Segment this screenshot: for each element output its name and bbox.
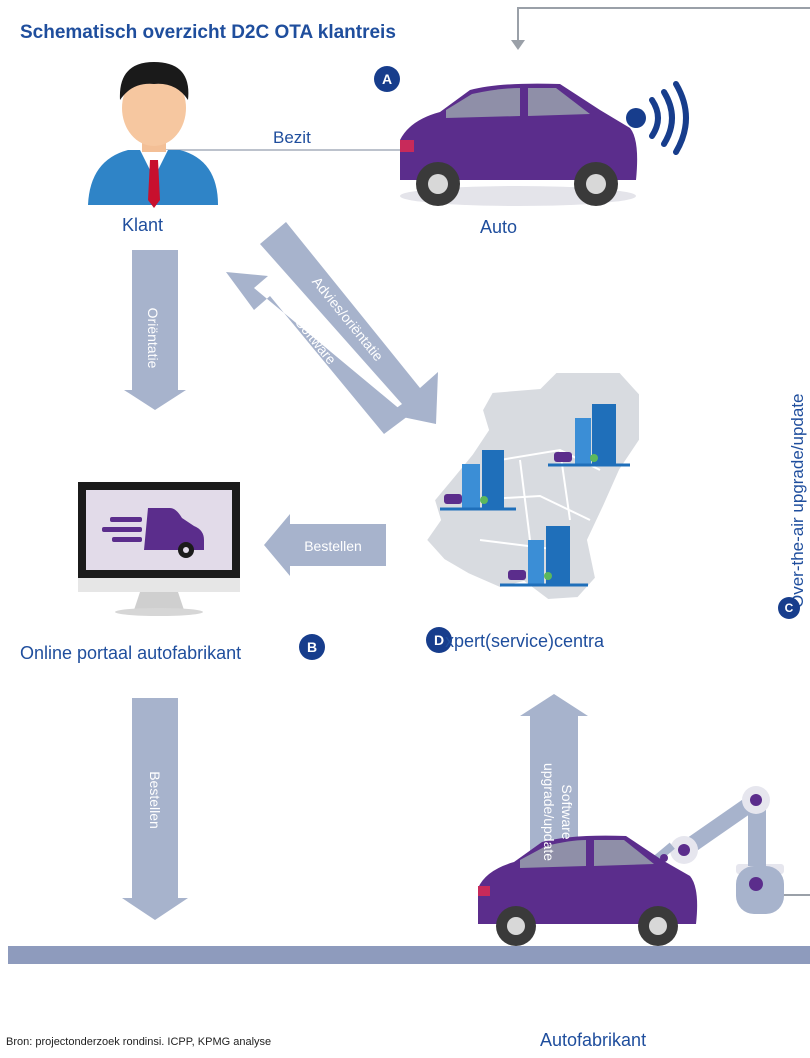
source-footnote: Bron: projectonderzoek rondinsi. ICPP, K… — [6, 1036, 272, 1048]
advies-arrow — [260, 222, 438, 424]
car-bottom-icon — [478, 835, 698, 946]
badge-c: C — [778, 597, 800, 619]
bezit-label: Bezit — [273, 128, 311, 147]
software-vertical-label-1: Software — [559, 784, 575, 839]
car-top-icon — [400, 83, 638, 206]
ota-connector-top — [511, 7, 810, 50]
orientatie-arrow — [124, 250, 186, 410]
netherlands-map — [424, 371, 641, 602]
auto-label: Auto — [480, 217, 518, 237]
bestellen-horizontal-arrow — [264, 514, 386, 576]
autofabrikant-label: Autofabrikant — [540, 1030, 647, 1050]
orientatie-label: Oriëntatie — [145, 308, 161, 369]
portal-label: Online portaal autofabrikant — [20, 643, 242, 663]
expert-label: xpert(service)centra — [445, 631, 605, 651]
diagram-title: Schematisch overzicht D2C OTA klantreis — [20, 22, 396, 43]
bestellen-vertical-arrow — [122, 698, 188, 920]
software-vertical-label-2: upgrade/update — [541, 763, 557, 861]
bestellen-horizontal-label: Bestellen — [304, 538, 362, 554]
monitor-icon — [78, 482, 240, 616]
ota-label: Over-the-air upgrade/update — [788, 393, 807, 608]
ground-bar — [8, 946, 810, 964]
wireless-signal-icon — [626, 81, 689, 155]
badge-b: B — [299, 634, 325, 660]
badge-a: A — [374, 66, 400, 92]
badge-d: D — [426, 627, 452, 653]
customer-icon — [88, 62, 218, 208]
klant-label: Klant — [122, 215, 164, 235]
software-diag-arrow — [226, 272, 408, 434]
bestellen-vertical-label: Bestellen — [147, 771, 163, 829]
